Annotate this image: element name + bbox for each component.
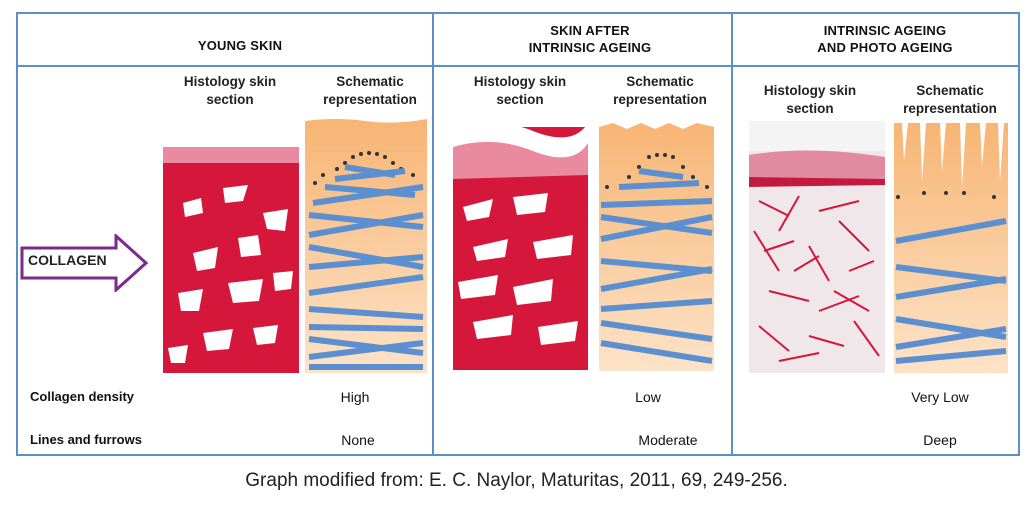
schematic-image-intrinsic [599,123,714,371]
value-young-lines: None [341,432,375,448]
header-divider [16,65,1020,67]
schematic-image-young [305,119,427,373]
column-title-young-skin: YOUNG SKIN [197,38,283,53]
value-intrinsic-density: Low [635,389,661,405]
collagen-arrow-icon [20,234,148,292]
value-young-density: High [340,389,370,405]
column-title-photo-ageing: INTRINSIC AGEING AND PHOTO AGEING [817,23,953,55]
column-title-intrinsic-ageing: SKIN AFTER INTRINSIC AGEING [528,23,652,55]
histology-image-intrinsic [453,117,588,370]
histology-image-young [163,143,299,373]
column-divider [432,12,434,456]
table-frame [16,12,1020,456]
column-divider [731,12,733,456]
histology-image-photo-ageing [749,121,885,373]
schematic-image-photo-ageing [894,123,1008,373]
collagen-arrow-label: COLLAGEN [28,252,107,268]
value-photo-density: Very Low [911,389,969,405]
row-label-lines-furrows: Lines and furrows [30,432,142,447]
figure-caption: Graph modified from: E. C. Naylor, Matur… [245,470,788,491]
value-photo-lines: Deep [923,432,957,448]
value-intrinsic-lines: Moderate [638,432,698,448]
row-label-collagen-density: Collagen density [30,389,135,404]
